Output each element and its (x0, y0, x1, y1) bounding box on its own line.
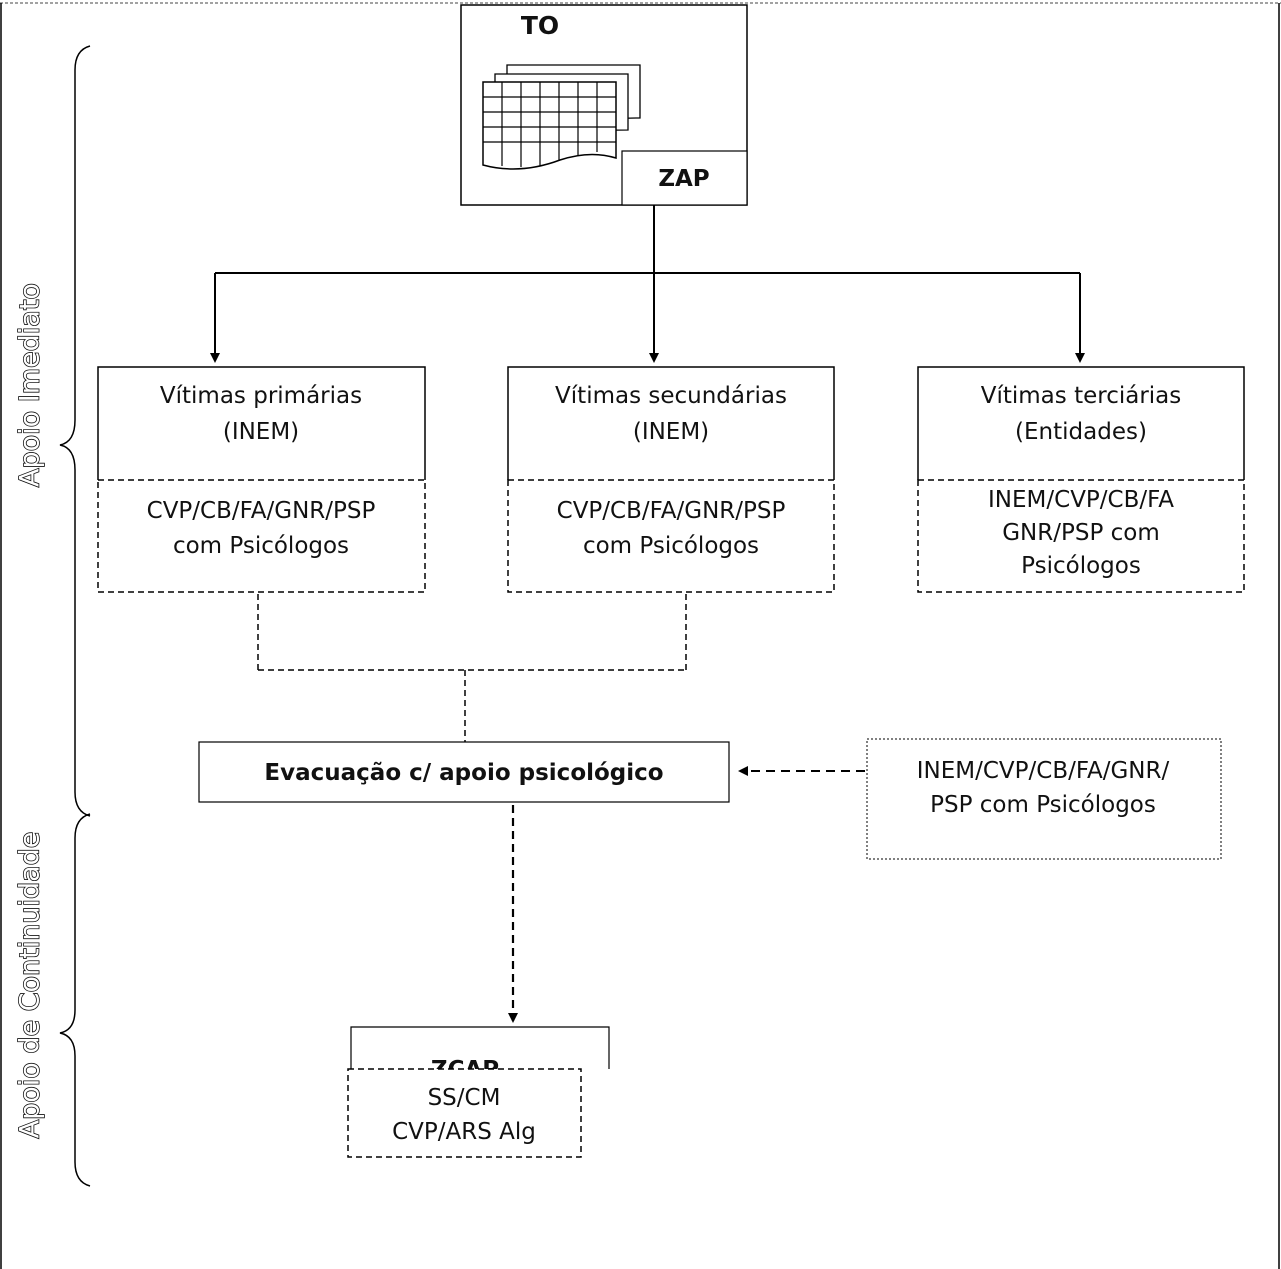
victims-primary-support-line2: com Psicólogos (173, 533, 349, 559)
distribution-connectors (210, 205, 1085, 363)
zap-label: ZAP (658, 166, 709, 192)
zap-box (621, 150, 748, 206)
side-label-apoio-imediato: Apoio Imediato (15, 283, 46, 487)
victims-tertiary-support-line2: GNR/PSP com (1002, 520, 1160, 546)
victims-primary: Vítimas primárias (INEM) CVP/CB/FA/GNR/P… (97, 366, 426, 593)
victims-secondary-subtitle: (INEM) (633, 419, 709, 445)
evacuation-support-box: INEM/CVP/CB/FA/GNR/ PSP com Psicólogos (866, 738, 1222, 860)
zcap-box: ZCAP SS/CM CVP/ARS Alg (347, 1026, 610, 1158)
evacuation-support-frame (866, 738, 1222, 860)
merge-connector (257, 594, 687, 742)
evacuation-box: Evacuação c/ apoio psicológico (198, 741, 730, 803)
evacuation-support-line1: INEM/CVP/CB/FA/GNR/ (917, 758, 1170, 784)
victims-primary-subtitle: (INEM) (223, 419, 299, 445)
evacuation-label: Evacuação c/ apoio psicológico (264, 760, 663, 786)
victims-primary-support-line1: CVP/CB/FA/GNR/PSP (147, 498, 376, 524)
victims-tertiary-subtitle: (Entidades) (1015, 419, 1147, 445)
victims-tertiary-support-box (917, 479, 1245, 593)
victims-secondary-support-line1: CVP/CB/FA/GNR/PSP (557, 498, 786, 524)
victims-tertiary-support-line3: Psicólogos (1021, 553, 1141, 579)
evacuation-support-line2: PSP com Psicólogos (930, 792, 1156, 818)
victims-tertiary: Vítimas terciárias (Entidades) INEM/CVP/… (917, 366, 1245, 593)
victims-primary-title: Vítimas primárias (160, 383, 362, 409)
brace-apoio-continuidade (59, 813, 91, 1187)
victims-tertiary-support-line1: INEM/CVP/CB/FA (988, 487, 1174, 513)
to-box: TO ZAP (460, 4, 748, 206)
evacuation-box-frame (198, 741, 730, 803)
victims-secondary: Vítimas secundárias (INEM) CVP/CB/FA/GNR… (507, 366, 835, 593)
victims-secondary-support-line2: com Psicólogos (583, 533, 759, 559)
side-label-apoio-continuidade: Apoio de Continuidade (15, 832, 46, 1139)
zcap-support-line1: SS/CM (428, 1085, 501, 1111)
zcap-support-box (347, 1068, 582, 1158)
brace-apoio-imediato (59, 45, 91, 817)
zcap-support-line2: CVP/ARS Alg (392, 1119, 536, 1145)
to-title: TO (521, 11, 559, 40)
victims-secondary-title: Vítimas secundárias (555, 383, 787, 409)
victims-secondary-support-box (507, 479, 835, 593)
victims-primary-support-box (97, 479, 426, 593)
victims-tertiary-title: Vítimas terciárias (981, 383, 1182, 409)
map-grid-icon (482, 64, 641, 170)
